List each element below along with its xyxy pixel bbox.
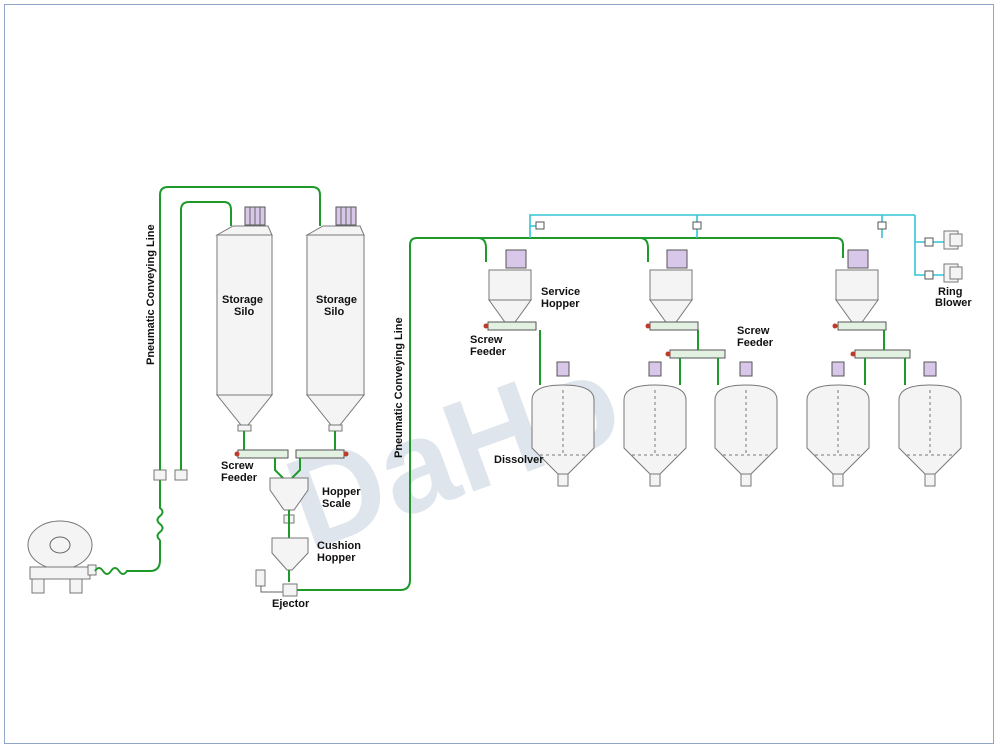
dissolver-label: Dissolver	[494, 454, 544, 466]
flexible-hose-riser	[156, 480, 164, 541]
dissolver-3	[714, 361, 778, 487]
cushion-hopper	[271, 537, 309, 582]
service-hopper-3	[835, 249, 879, 326]
hopper-scale	[269, 477, 309, 538]
ejector-air-line	[260, 586, 283, 593]
ring-blower-label: Ring	[938, 286, 962, 298]
service-hopper-2	[649, 249, 693, 326]
dissolver-2	[623, 361, 687, 487]
feed-line-d4-d5	[864, 330, 906, 385]
main-conveying-line	[297, 237, 844, 591]
ring-blower-1	[943, 230, 963, 250]
hopper-scale-label: Hopper	[322, 486, 361, 498]
screw-feeder-mid-label: Screw	[470, 334, 503, 346]
screw-feeder-sh3	[837, 321, 887, 331]
screw-feeder-right-label: Screw	[737, 325, 770, 337]
ejector-blower	[255, 569, 266, 587]
distribution-feeder-2	[854, 349, 911, 359]
screw-feeder-1	[237, 449, 289, 459]
ejector	[282, 583, 298, 597]
air-valve-3	[877, 221, 887, 230]
feeder-1-motor-dot	[234, 451, 240, 457]
distribution-feeder-1	[669, 349, 726, 359]
service-hopper-label: Service	[541, 286, 580, 298]
feed-line-d2-d3	[679, 330, 719, 385]
branch-line-1	[477, 237, 487, 262]
feeder-sh2-dot	[645, 323, 651, 329]
conveying-line-silo-2	[159, 186, 321, 470]
hopper-scale-label-2: Scale	[322, 498, 351, 510]
screw-feeder-sh2	[649, 321, 699, 331]
screw-feeder-left-label: Screw	[221, 460, 254, 472]
hose-coupler-2	[174, 469, 188, 481]
blower-valve-1	[924, 237, 934, 247]
distribution-feeder-2-dot	[850, 351, 856, 357]
storage-silo-2	[305, 206, 366, 432]
dissolver-5	[898, 361, 962, 487]
pneumatic-line-label-1: Pneumatic Conveying Line	[145, 224, 157, 365]
ejector-label: Ejector	[272, 598, 310, 610]
screw-feeder-mid-label-2: Feeder	[470, 346, 507, 358]
screw-feeder-right-label-2: Feeder	[737, 337, 774, 349]
air-valve-2	[692, 221, 702, 230]
storage-silo-1-label-2: Silo	[234, 306, 254, 318]
feeders-to-scale	[274, 458, 301, 479]
pneumatic-line-label-2: Pneumatic Conveying Line	[393, 317, 405, 458]
cushion-hopper-label-2: Hopper	[317, 552, 356, 564]
ring-blower-label-2: Blower	[935, 297, 972, 309]
tanker-truck	[27, 520, 97, 594]
branch-line-2	[639, 237, 649, 262]
conveying-line-silo-1	[180, 201, 232, 470]
cushion-hopper-label: Cushion	[317, 540, 361, 552]
diagram-frame	[4, 4, 994, 744]
service-hopper-label-2: Hopper	[541, 298, 580, 310]
feeder-2-motor-dot	[343, 451, 349, 457]
air-valve-1	[535, 221, 545, 230]
dissolver-4	[806, 361, 870, 487]
distribution-feeder-1-dot	[665, 351, 671, 357]
screw-feeder-sh1	[487, 321, 537, 331]
screw-feeder-2	[295, 449, 345, 459]
feeder-sh3-dot	[832, 323, 838, 329]
blower-valve-2	[924, 270, 934, 280]
service-hopper-1	[488, 249, 532, 326]
ring-blower-2	[943, 263, 963, 283]
storage-silo-2-label-2: Silo	[324, 306, 344, 318]
storage-silo-2-label: Storage	[316, 294, 357, 306]
flexible-hose	[94, 540, 161, 575]
hose-coupler	[153, 469, 167, 481]
screw-feeder-left-label-2: Feeder	[221, 472, 258, 484]
storage-silo-1	[215, 206, 274, 432]
feeder-sh1-dot	[483, 323, 489, 329]
dissolver-1	[531, 361, 595, 487]
storage-silo-1-label: Storage	[222, 294, 263, 306]
